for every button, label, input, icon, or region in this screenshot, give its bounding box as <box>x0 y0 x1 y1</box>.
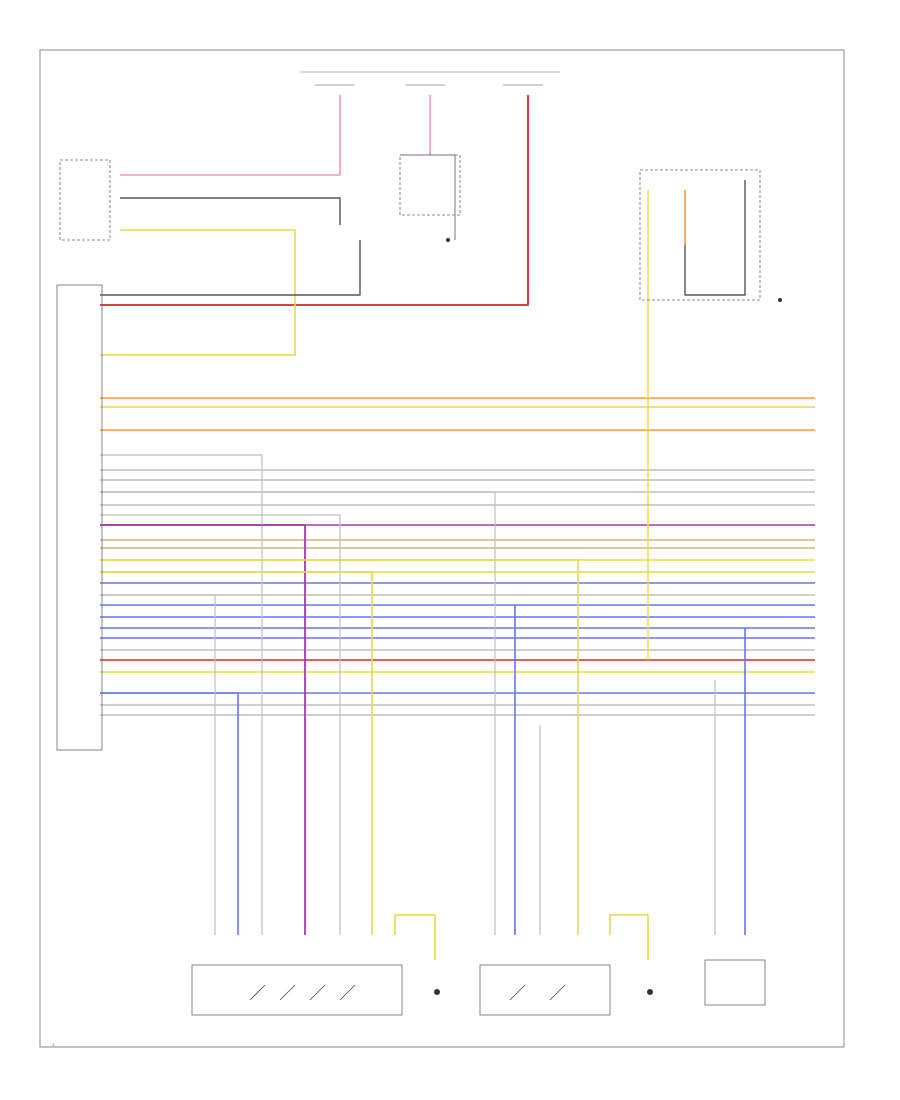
wire-lamp-1 <box>394 914 436 960</box>
wire-module-yellow-top <box>100 229 296 356</box>
ground-2 <box>778 298 782 302</box>
switch-contact-p-2 <box>549 984 566 1001</box>
wires-layer <box>100 95 815 960</box>
wire-fuse-1 <box>120 95 341 176</box>
wire-drop-gray-3 <box>100 514 341 935</box>
wire-drop-yellow-1 <box>100 571 373 935</box>
page-code: 1 <box>52 1042 55 1047</box>
components-layer <box>56 71 782 1016</box>
wire-drop-yellow-2 <box>100 559 579 935</box>
wire-fuse-2-branch <box>400 154 456 240</box>
wire-fuse-3 <box>100 95 529 306</box>
wire-drop-gray-1 <box>100 594 216 935</box>
lamp-passenger-side <box>647 989 653 995</box>
switch-contact-1 <box>249 984 266 1001</box>
ignition-switch-block <box>399 154 461 216</box>
switch-contact-p-1 <box>509 984 526 1001</box>
general-module <box>56 284 103 751</box>
wire-drop-blue-1 <box>100 692 239 935</box>
wire-right-black <box>684 180 746 296</box>
diagram-border <box>39 49 845 1048</box>
electronic-steering-lock-module <box>59 159 111 241</box>
switch-contact-2 <box>279 984 296 1001</box>
neutral-safety-switch <box>704 959 766 1006</box>
switch-contact-3 <box>309 984 326 1001</box>
wire-lamp-2 <box>609 914 649 960</box>
wire-drop-purple <box>100 524 306 935</box>
lamp-driver-side <box>434 989 440 995</box>
steering-lock-passenger-side <box>479 964 611 1016</box>
ground-1 <box>446 238 450 242</box>
steering-lock-driver-side <box>191 964 403 1016</box>
switch-contact-4 <box>339 984 356 1001</box>
wire-drop-gray-2 <box>100 454 263 935</box>
wire-ground-branch <box>100 240 361 296</box>
right-switch-block <box>639 169 761 301</box>
wire-drop-gray-4 <box>100 491 496 935</box>
wire-module-black <box>120 197 341 225</box>
